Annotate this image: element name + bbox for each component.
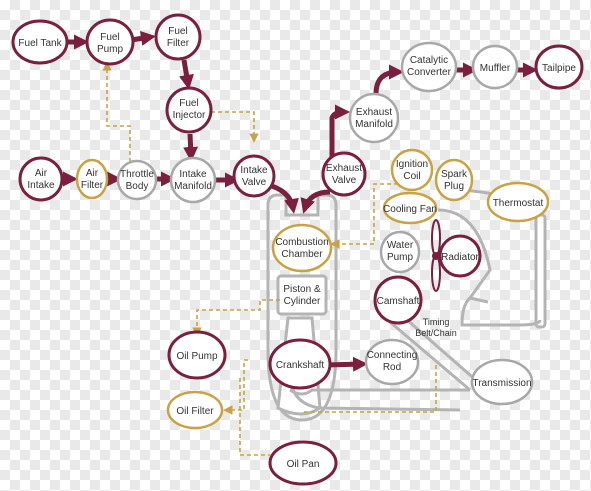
- node-combustion-chamber-label-1: Combustion: [275, 237, 328, 248]
- node-intake-manifold-label-1: Intake: [179, 169, 207, 180]
- node-intake-manifold[interactable]: Intake Manifold: [169, 156, 217, 204]
- node-fuel-pump-label-2: Pump: [97, 44, 124, 55]
- node-oil-filter-label: Oil Filter: [176, 406, 214, 417]
- node-connecting-rod-label-1: Connecting: [367, 350, 418, 361]
- node-cooling-fan[interactable]: Cooling Fan: [382, 191, 438, 225]
- node-intake-manifold-label-2: Manifold: [174, 181, 212, 192]
- node-radiator[interactable]: Radiator: [438, 234, 482, 278]
- node-thermostat-label: Thermostat: [493, 198, 544, 209]
- node-spark-plug-label-1: Spark: [441, 169, 468, 180]
- node-oil-pan[interactable]: Oil Pan: [268, 440, 338, 486]
- node-fuel-filter-label-2: Filter: [167, 38, 190, 49]
- node-fuel-pump[interactable]: Fuel Pump: [85, 18, 135, 66]
- node-cooling-fan-label: Cooling Fan: [383, 204, 437, 215]
- node-ignition-coil-label-1: Ignition: [396, 159, 428, 170]
- node-crankshaft-label: Crankshaft: [276, 360, 325, 371]
- node-tailpipe-label: Tailpipe: [542, 63, 576, 74]
- node-connecting-rod-label-2: Rod: [383, 362, 401, 373]
- node-tailpipe[interactable]: Tailpipe: [534, 44, 584, 90]
- node-fuel-filter[interactable]: Fuel Filter: [154, 13, 202, 61]
- node-oil-filter[interactable]: Oil Filter: [166, 390, 224, 430]
- node-air-filter-label-2: Filter: [81, 180, 104, 191]
- node-oil-pump-label: Oil Pump: [176, 351, 218, 362]
- node-water-pump-label-1: Water: [387, 240, 414, 251]
- node-catalytic-converter[interactable]: Catalytic Converter: [400, 41, 458, 93]
- dashed-lines: [102, 61, 437, 456]
- node-water-pump[interactable]: Water Pump: [379, 230, 421, 274]
- node-throttle-body-label-1: Throttle: [120, 169, 154, 180]
- node-fuel-injector-label-1: Fuel: [179, 98, 198, 109]
- node-air-intake[interactable]: Air Intake: [18, 156, 64, 202]
- node-air-intake-label-2: Intake: [27, 180, 55, 191]
- node-spark-plug-label-2: Plug: [444, 181, 464, 192]
- node-crankshaft[interactable]: Crankshaft: [268, 338, 332, 390]
- node-exhaust-valve-label-2: Valve: [332, 175, 357, 186]
- node-fuel-pump-label-1: Fuel: [100, 32, 119, 43]
- node-combustion-chamber-label-2: Chamber: [281, 249, 323, 260]
- node-ignition-coil-label-2: Coil: [403, 171, 420, 182]
- node-camshaft-label: Camshaft: [377, 296, 420, 307]
- fan-blades-icon: [431, 219, 441, 292]
- node-fuel-filter-label-1: Fuel: [168, 26, 187, 37]
- node-intake-valve-label-2: Valve: [242, 177, 267, 188]
- node-air-intake-label-1: Air: [35, 168, 48, 179]
- node-camshaft[interactable]: Camshaft: [373, 275, 423, 325]
- radiator-housing: [437, 188, 547, 329]
- node-transmission[interactable]: Transmission: [470, 358, 534, 406]
- node-fuel-injector[interactable]: Fuel Injector: [165, 86, 213, 134]
- node-piston-cylinder-label-1: Piston &: [283, 284, 321, 295]
- node-exhaust-valve-label-1: Exhaust: [326, 163, 362, 174]
- node-muffler-label: Muffler: [480, 63, 511, 74]
- node-radiator-label: Radiator: [441, 252, 479, 263]
- node-intake-valve[interactable]: Intake Valve: [232, 154, 276, 198]
- node-combustion-chamber[interactable]: Combustion Chamber: [271, 223, 333, 273]
- node-transmission-label: Transmission: [472, 378, 531, 389]
- node-spark-plug[interactable]: Spark Plug: [434, 158, 474, 202]
- timing-belt-label: Timing Belt/Chain: [415, 317, 457, 338]
- node-throttle-body-label-2: Body: [126, 181, 149, 192]
- node-exhaust-manifold[interactable]: Exhaust Manifold: [348, 92, 400, 144]
- node-fuel-injector-label-2: Injector: [173, 110, 206, 121]
- node-connecting-rod[interactable]: Connecting Rod: [364, 338, 420, 386]
- node-muffler[interactable]: Muffler: [471, 44, 519, 90]
- node-fuel-tank-label: Fuel Tank: [18, 38, 62, 49]
- node-fuel-tank[interactable]: Fuel Tank: [11, 19, 69, 65]
- timing-belt-label-1: Timing: [423, 317, 450, 327]
- node-oil-pan-label: Oil Pan: [287, 459, 320, 470]
- node-ignition-coil[interactable]: Ignition Coil: [390, 148, 434, 192]
- timing-belt-label-2: Belt/Chain: [415, 328, 457, 338]
- node-catalytic-converter-label-1: Catalytic: [410, 55, 448, 66]
- node-exhaust-manifold-label-2: Manifold: [355, 119, 393, 130]
- node-thermostat[interactable]: Thermostat: [486, 181, 550, 223]
- node-catalytic-converter-label-2: Converter: [407, 67, 452, 78]
- node-exhaust-manifold-label-1: Exhaust: [356, 107, 392, 118]
- node-throttle-body[interactable]: Throttle Body: [116, 159, 158, 201]
- node-intake-valve-label-1: Intake: [240, 165, 268, 176]
- node-air-filter-label-1: Air: [86, 168, 99, 179]
- node-exhaust-valve[interactable]: Exhaust Valve: [321, 151, 367, 197]
- node-piston-cylinder-label-2: Cylinder: [284, 296, 321, 307]
- node-water-pump-label-2: Pump: [387, 252, 414, 263]
- node-oil-pump[interactable]: Oil Pump: [167, 330, 227, 380]
- node-air-filter[interactable]: Air Filter: [75, 158, 109, 200]
- node-piston-cylinder[interactable]: Piston & Cylinder: [283, 284, 321, 307]
